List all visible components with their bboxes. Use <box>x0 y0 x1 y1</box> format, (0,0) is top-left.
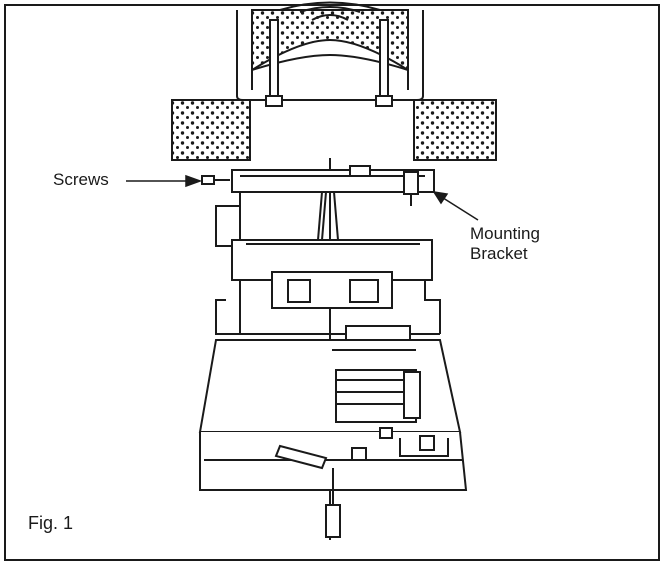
wires <box>317 191 339 241</box>
pull-chain <box>274 444 341 538</box>
ceiling-insulation <box>171 99 497 161</box>
switch-housing <box>198 339 468 491</box>
screw-icon <box>201 175 230 185</box>
motor-housing-top <box>215 192 441 335</box>
connector-strip <box>345 325 411 341</box>
bracket-arrow <box>432 191 479 221</box>
mounting-bracket-label: Mounting Bracket <box>470 224 540 264</box>
box-screws <box>265 19 393 107</box>
ceiling-box <box>236 1 424 101</box>
screws-arrow <box>126 174 203 188</box>
mounting-bracket-label-line2: Bracket <box>470 244 528 263</box>
mounting-bracket-label-line1: Mounting <box>470 224 540 243</box>
lower-bracket <box>351 427 449 461</box>
mounting-bracket <box>231 165 435 206</box>
screws-label: Screws <box>53 170 109 189</box>
figure-border <box>4 4 660 561</box>
figure-caption: Fig. 1 <box>28 513 74 533</box>
